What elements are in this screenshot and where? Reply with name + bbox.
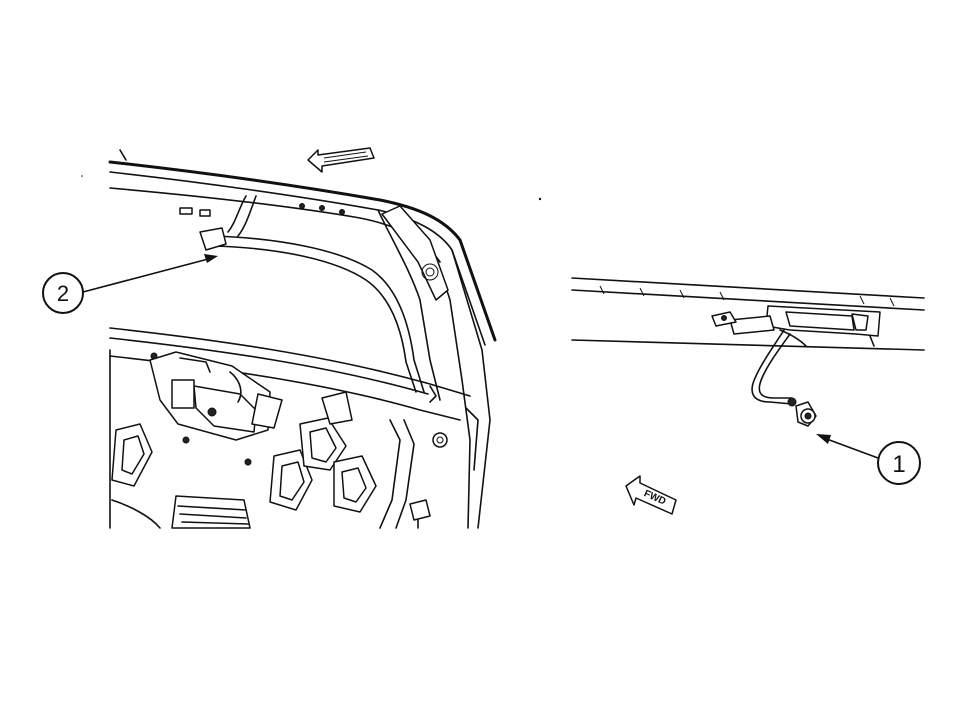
callout-1-leader: [823, 437, 879, 459]
fwd-arrow-right-view: FWD: [625, 475, 677, 515]
left-view-panel: [108, 149, 497, 529]
callout-2: 2: [42, 254, 218, 314]
callout-2-leader: [82, 257, 213, 293]
callout-2-arrowhead: [204, 254, 218, 263]
callout-1-circle: [877, 441, 921, 485]
callout-2-label: 2: [57, 281, 69, 306]
callout-1: 1: [816, 434, 921, 485]
callout-1-label: 1: [892, 451, 905, 478]
callout-2-circle: [42, 272, 84, 314]
callout-1-arrowhead: [816, 434, 831, 444]
fwd-arrow-left-view: [307, 147, 375, 173]
right-view-panel: [571, 277, 925, 427]
